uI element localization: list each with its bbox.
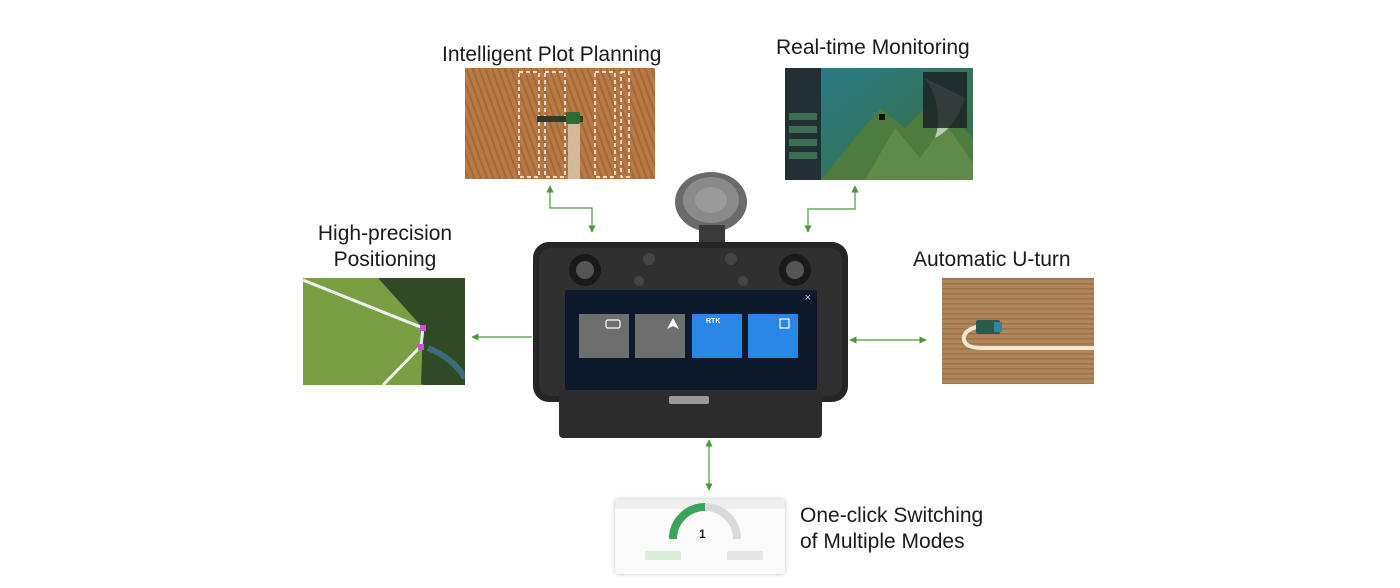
uturn-photo — [942, 278, 1094, 384]
plot-planning-photo — [465, 68, 655, 179]
monitoring-photo — [785, 68, 973, 180]
monitoring-label: Real-time Monitoring — [776, 36, 970, 59]
tile-device[interactable] — [748, 314, 798, 358]
controller-screen: × RTK — [565, 290, 817, 390]
positioning-label-line1: High-precision — [317, 222, 453, 245]
remote-control-icon — [605, 319, 621, 329]
rtk-badge: RTK — [706, 318, 721, 325]
navigation-arrow-icon — [667, 318, 679, 329]
positioning-photo — [303, 278, 465, 385]
uturn-label: Automatic U-turn — [913, 248, 1071, 271]
device-icon — [779, 318, 790, 329]
tile-remote[interactable] — [579, 314, 629, 358]
mode-switching-label-line2: of Multiple Modes — [800, 530, 965, 553]
plot-planning-label: Intelligent Plot Planning — [442, 43, 662, 66]
remote-controller: × RTK — [533, 170, 848, 440]
positioning-label: High-precision Positioning — [300, 221, 470, 273]
close-icon[interactable]: × — [804, 292, 811, 304]
mode-panel: 1 — [615, 499, 785, 574]
mode-switching-label: One-click Switching of Multiple Modes — [800, 503, 983, 555]
tile-navigation[interactable] — [635, 314, 685, 358]
arrow-plot-planning — [546, 185, 596, 233]
tile-rtk[interactable]: RTK — [692, 314, 742, 358]
positioning-label-line2: Positioning — [333, 248, 437, 271]
mode-switching-label-line1: One-click Switching — [800, 504, 984, 527]
gauge-value: 1 — [699, 527, 706, 541]
arrow-monitoring — [804, 185, 859, 233]
